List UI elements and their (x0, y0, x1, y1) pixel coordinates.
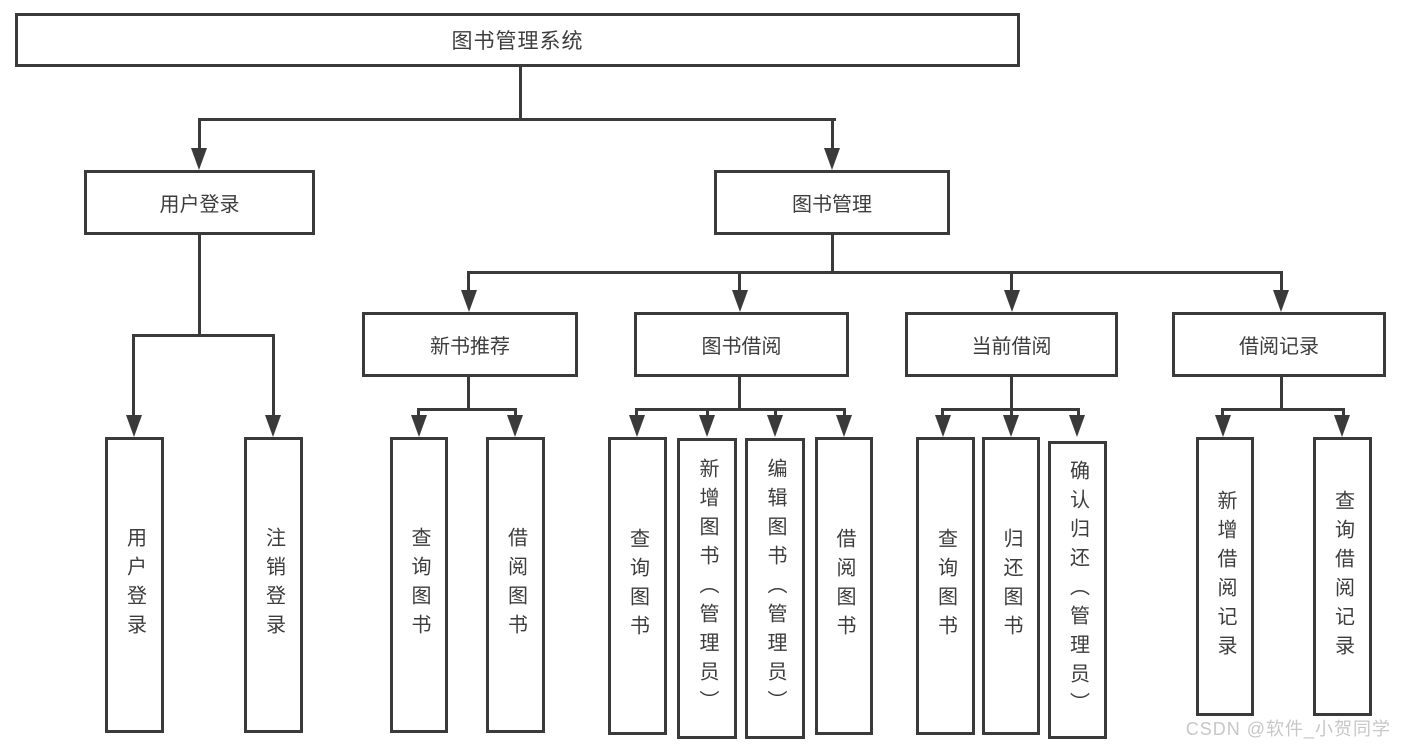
connector-user-login-stub (198, 235, 201, 335)
arrow-down-icon (1003, 415, 1019, 437)
leaf-edit-book-admin-label: 编辑图书（管理员） (764, 458, 786, 719)
connector-stub (1280, 377, 1283, 408)
connector-stem (132, 334, 135, 416)
connector-level2-rail (198, 118, 836, 121)
connector-stem (272, 334, 275, 416)
connector-rail (417, 408, 517, 411)
leaf-add-book-admin: 新增图书（管理员） (677, 438, 737, 739)
leaf-confirm-return-admin: 确认归还（管理员） (1048, 441, 1107, 739)
connector-stem (941, 408, 944, 418)
node-new-book-recommend: 新书推荐 (362, 312, 578, 377)
arrow-down-icon (1273, 290, 1289, 312)
leaf-user-login-label: 用户登录 (123, 527, 146, 643)
connector-stem (831, 118, 834, 151)
arrow-down-icon (461, 290, 477, 312)
leaf-query-borrow-record-label: 查询借阅记录 (1331, 489, 1354, 664)
connector-book-mgmt-stub (831, 235, 834, 271)
connector-level3-rail (467, 271, 1283, 274)
node-new-book-recommend-label: 新书推荐 (430, 336, 510, 358)
connector-stem (1077, 408, 1080, 418)
node-book-management-label: 图书管理 (792, 194, 872, 216)
connector-stem (1342, 408, 1345, 418)
arrow-down-icon (1069, 415, 1085, 437)
arrow-down-icon (411, 415, 427, 437)
arrow-down-icon (265, 415, 281, 437)
node-root-label: 图书管理系统 (451, 30, 584, 53)
leaf-query-borrow-record: 查询借阅记录 (1313, 437, 1372, 716)
connector-stem (1280, 271, 1283, 293)
arrow-down-icon (507, 415, 523, 437)
leaf-recommend-borrow-book: 借阅图书 (486, 437, 545, 733)
node-book-management: 图书管理 (714, 170, 950, 235)
node-borrow-record-label: 借阅记录 (1239, 336, 1319, 358)
arrow-down-icon (1215, 415, 1231, 437)
leaf-borrow-query-book-label: 查询图书 (626, 528, 649, 644)
connector-stub (1010, 377, 1013, 408)
leaf-current-query-book: 查询图书 (916, 437, 975, 735)
leaf-edit-book-admin: 编辑图书（管理员） (745, 438, 805, 739)
node-root: 图书管理系统 (15, 13, 1020, 67)
connector-stem (514, 408, 517, 418)
arrow-down-icon (1334, 415, 1350, 437)
arrow-down-icon (1004, 290, 1020, 312)
connector-stub (467, 377, 470, 408)
connector-stem (738, 271, 741, 293)
arrow-down-icon (836, 415, 852, 437)
leaf-borrow-book-label: 借阅图书 (833, 528, 855, 644)
leaf-user-login: 用户登录 (105, 437, 164, 733)
arrow-down-icon (935, 415, 951, 437)
connector-stem (843, 408, 846, 418)
arrow-down-icon (629, 415, 645, 437)
arrow-down-icon (732, 290, 748, 312)
node-book-borrow-label: 图书借阅 (701, 336, 782, 358)
node-user-login: 用户登录 (84, 170, 315, 235)
connector-stem (417, 408, 420, 418)
arrow-down-icon (699, 415, 715, 437)
csdn-watermark: CSDN @软件_小贺同学 (1185, 719, 1391, 739)
connector-rail (635, 408, 846, 411)
node-user-login-label: 用户登录 (159, 194, 240, 216)
connector-stem (1010, 408, 1013, 418)
arrow-down-icon (191, 148, 207, 170)
arrow-down-icon (126, 415, 142, 437)
arrow-down-icon (824, 148, 840, 170)
leaf-borrow-book: 借阅图书 (815, 437, 873, 735)
connector-stem (198, 118, 201, 151)
connector-stem (706, 408, 709, 418)
leaf-add-book-admin-label: 新增图书（管理员） (696, 458, 718, 719)
connector-stem (1221, 408, 1224, 418)
leaf-recommend-query-book-label: 查询图书 (408, 527, 430, 643)
connector-stem (774, 408, 777, 418)
connector-user-login-rail (132, 334, 275, 337)
leaf-borrow-query-book: 查询图书 (608, 437, 667, 735)
node-borrow-record: 借阅记录 (1172, 312, 1386, 377)
connector-root-stub (519, 67, 522, 118)
leaf-return-book-label: 归还图书 (1000, 528, 1022, 644)
arrow-down-icon (767, 415, 783, 437)
leaf-recommend-query-book: 查询图书 (390, 437, 448, 733)
connector-stem (467, 271, 470, 293)
leaf-logout: 注销登录 (244, 437, 303, 733)
node-current-borrow-label: 当前借阅 (971, 336, 1052, 358)
connector-rail (1221, 408, 1345, 411)
leaf-logout-label: 注销登录 (262, 527, 285, 643)
node-current-borrow: 当前借阅 (905, 312, 1118, 377)
node-book-borrow: 图书借阅 (634, 312, 849, 377)
leaf-add-borrow-record: 新增借阅记录 (1196, 437, 1254, 716)
leaf-recommend-borrow-book-label: 借阅图书 (504, 527, 527, 643)
leaf-return-book: 归还图书 (982, 437, 1040, 735)
leaf-confirm-return-admin-label: 确认归还（管理员） (1066, 459, 1089, 721)
leaf-add-borrow-record-label: 新增借阅记录 (1214, 489, 1236, 664)
connector-stem (1010, 271, 1013, 293)
connector-stub (738, 377, 741, 408)
leaf-current-query-book-label: 查询图书 (934, 528, 957, 644)
connector-stem (635, 408, 638, 418)
